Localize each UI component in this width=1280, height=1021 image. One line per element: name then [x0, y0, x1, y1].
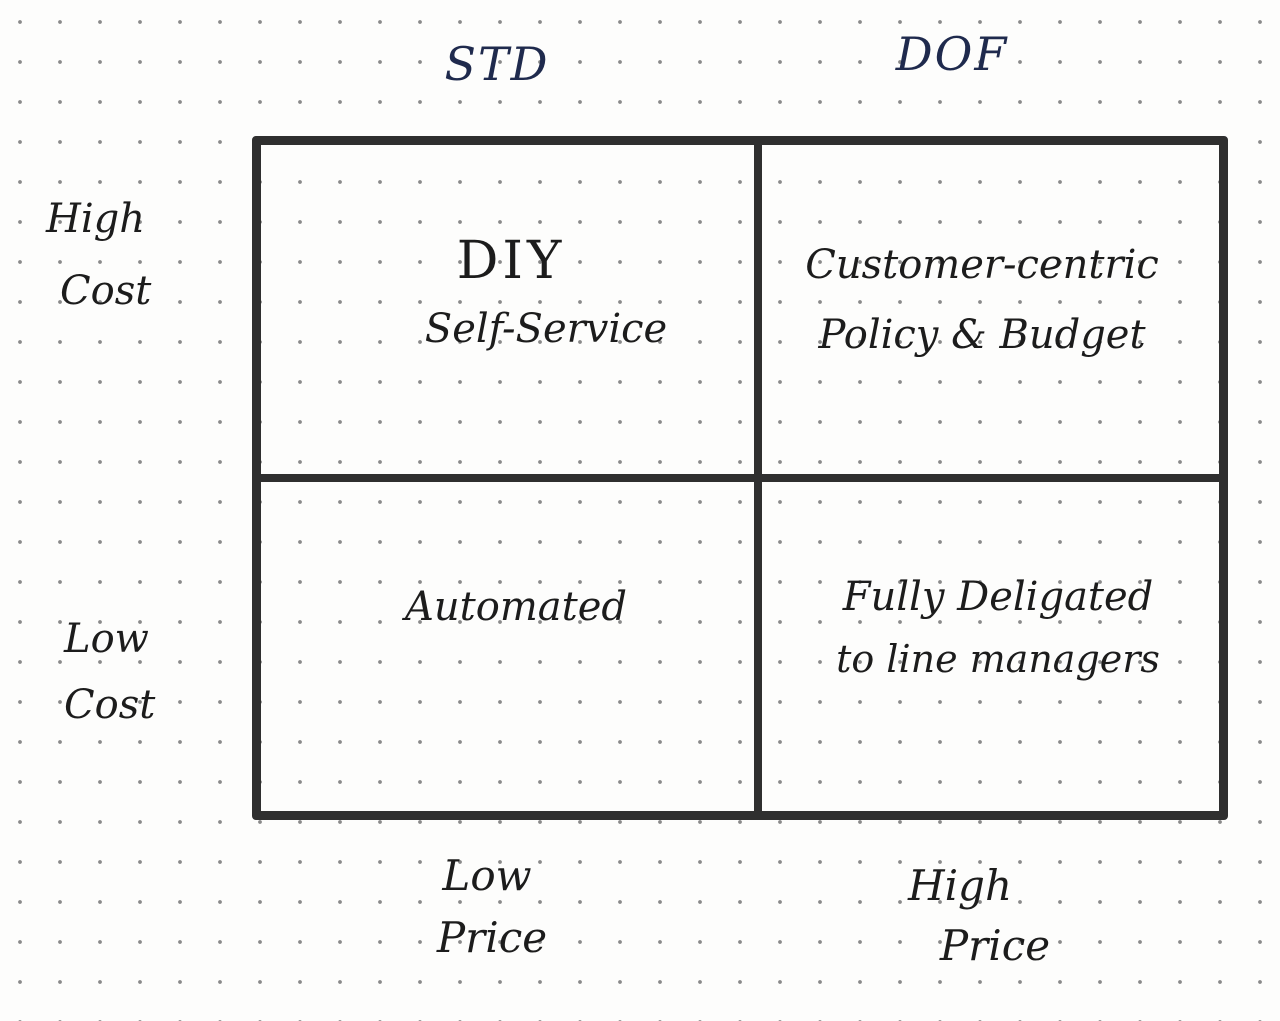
quadrant-top-right-line2: Policy & Budget [818, 312, 1146, 358]
row-label-high-cost: High Cost [46, 196, 151, 314]
quadrant-bottom-left-line1: Automated [405, 584, 627, 630]
row-label-high-cost-line2: Cost [60, 268, 152, 314]
column-header-std: STD [444, 37, 550, 91]
row-label-high-cost-line1: High [46, 196, 146, 242]
quadrant-top-right: Customer-centric Policy & Budget [805, 242, 1159, 358]
quadrant-bottom-right-line2: to line managers [836, 637, 1160, 681]
quadrant-top-left-title: DIY [456, 231, 566, 291]
column-header-dof: DOF [895, 27, 1009, 81]
grid-divider-horizontal [256, 474, 1224, 482]
bottom-label-low-price-line2: Price [436, 913, 548, 963]
bottom-label-low-price: Low Price [436, 851, 548, 963]
row-label-low-cost-line1: Low [64, 616, 149, 662]
quadrant-bottom-right: Fully Deligated to line managers [836, 574, 1160, 682]
bottom-label-high-price-line1: High [908, 861, 1012, 910]
quadrant-bottom-right-line1: Fully Deligated [842, 574, 1154, 620]
quadrant-top-left-subtitle: Self-Service [424, 305, 668, 352]
quadrant-bottom-left: Automated [405, 584, 627, 630]
bottom-label-high-price-line2: Price [939, 921, 1051, 971]
row-label-low-cost: Low Cost [64, 616, 155, 728]
bottom-label-high-price: High Price [908, 861, 1051, 971]
row-label-low-cost-line2: Cost [64, 682, 156, 728]
bottom-label-low-price-line1: Low [442, 851, 532, 900]
quadrant-top-right-line1: Customer-centric [805, 242, 1159, 288]
quadrant-top-left: DIY Self-Service [424, 231, 668, 352]
